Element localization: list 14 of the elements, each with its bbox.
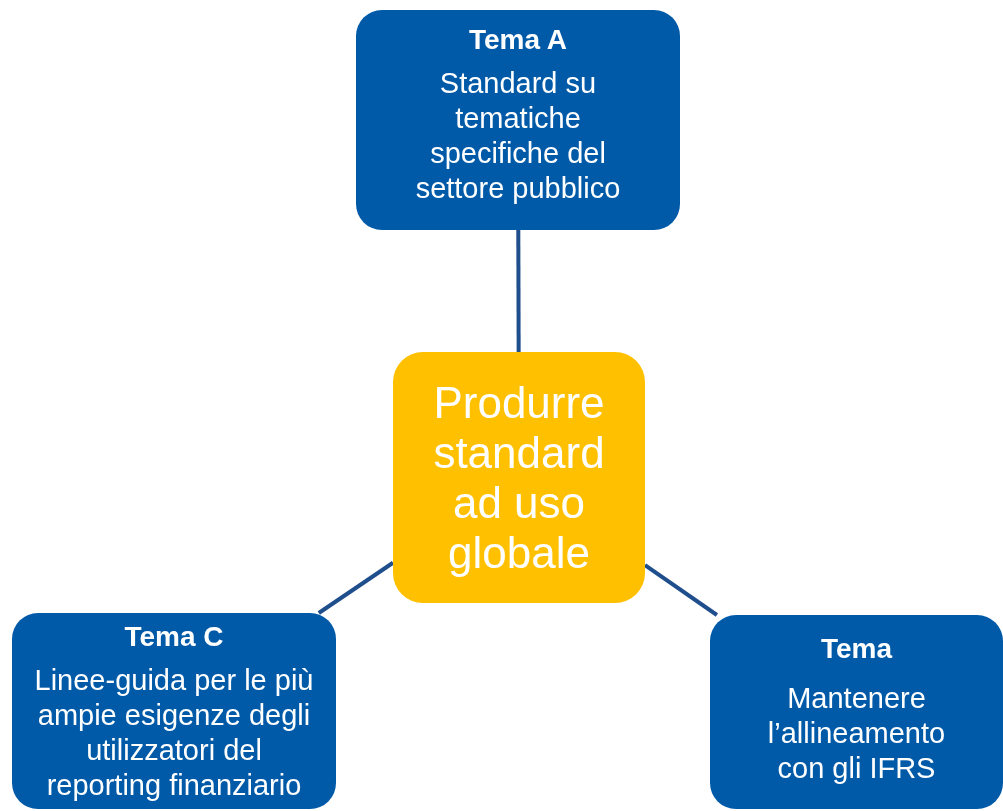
connector-line (317, 561, 395, 615)
theme-heading: Tema A (469, 24, 567, 56)
theme-heading: Tema (820, 633, 893, 665)
theme-heading: Tema C (124, 621, 224, 653)
theme-box (12, 613, 336, 809)
connector-line (516, 230, 521, 352)
theme-box (356, 10, 680, 230)
theme-description: Linee-guida per le più ampie esigenze degli utilizzatori del reporting finanziario (33, 663, 315, 803)
theme-description: Standard su tematiche specifiche del settore pubblico (414, 66, 622, 206)
connector-line (643, 563, 719, 617)
theme-box (710, 615, 1003, 809)
central-goal-box (393, 352, 645, 603)
theme-description: Mantenere l’allineamento con gli IFRS (766, 681, 947, 786)
goal-text: Produrre standard ad uso globale (432, 377, 606, 578)
